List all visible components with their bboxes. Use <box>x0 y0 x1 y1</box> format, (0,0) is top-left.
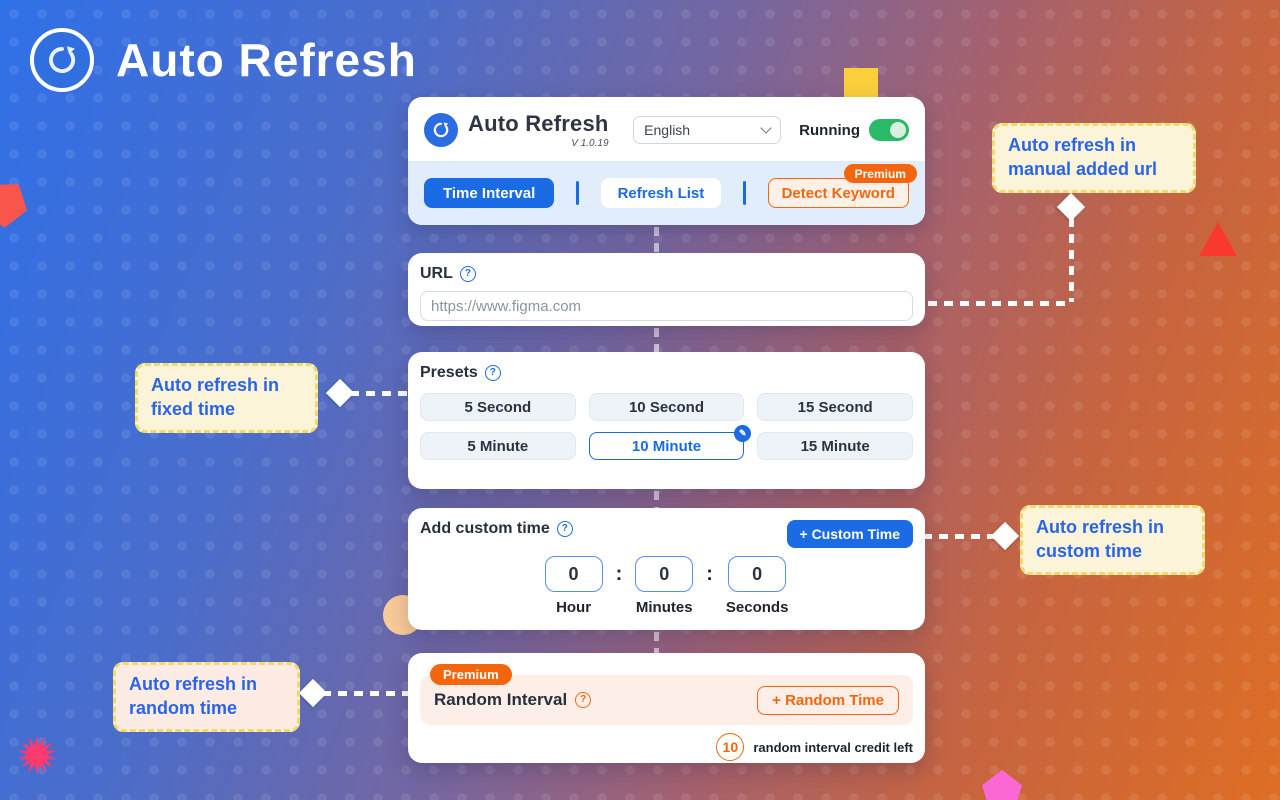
callout-manual-url: Auto refresh in manual added url <box>992 123 1196 193</box>
minutes-label: Minutes <box>635 599 693 616</box>
callout-custom-time: Auto refresh in custom time <box>1020 505 1205 575</box>
help-icon[interactable]: ? <box>459 266 476 282</box>
preset-10-minute-selected[interactable]: 10 Minute ✎ <box>588 425 752 460</box>
preset-label: 10 Minute <box>631 437 702 455</box>
connector-line <box>654 227 659 253</box>
toggle-knob <box>890 122 906 138</box>
presets-label: Presets <box>420 364 478 381</box>
url-input[interactable] <box>420 291 913 321</box>
tab-divider <box>742 181 746 205</box>
connector-diamond <box>990 521 1020 551</box>
running-label: Running <box>799 121 860 139</box>
colon-separator: : <box>615 562 623 585</box>
hour-label: Hour <box>556 599 592 616</box>
decor-pink-starburst <box>16 734 58 776</box>
help-icon[interactable]: ? <box>484 365 501 381</box>
popup-header-card: Auto Refresh V 1.0.19 English Running Ti… <box>408 97 925 225</box>
add-custom-time-button[interactable]: + Custom Time <box>786 520 913 548</box>
connector-diamond <box>1056 192 1086 222</box>
tabs-bar: Time Interval Refresh List Detect Keywor… <box>408 161 925 225</box>
decor-yellow-rectangle <box>844 68 878 100</box>
add-random-time-button[interactable]: + Random Time <box>757 685 899 715</box>
refresh-logo-icon <box>30 28 94 92</box>
url-card: URL ? <box>408 253 925 326</box>
callout-random-time: Auto refresh in random time <box>113 662 300 732</box>
seconds-input[interactable] <box>728 556 787 592</box>
preset-5-minute[interactable]: 5 Minute <box>420 432 576 460</box>
decor-pink-pentagon <box>982 770 1022 800</box>
preset-15-second[interactable]: 15 Second <box>757 393 913 421</box>
version-label: V 1.0.19 <box>571 138 609 149</box>
tab-detect-keyword[interactable]: Detect Keyword <box>767 178 909 208</box>
random-interval-panel: Premium Random Interval ? + Random Time <box>420 664 913 725</box>
url-label: URL <box>420 265 453 282</box>
random-interval-card: Premium Random Interval ? + Random Time … <box>408 653 925 763</box>
connector-line <box>923 534 997 539</box>
decor-red-pentagon <box>0 171 37 232</box>
decor-red-triangle <box>1199 222 1237 256</box>
connector-line <box>654 328 659 352</box>
language-select-value: English <box>644 122 691 138</box>
tab-refresh-list[interactable]: Refresh List <box>600 178 722 208</box>
custom-time-card: Add custom time ? + Custom Time Hour : M… <box>408 508 925 630</box>
connector-line <box>654 491 659 508</box>
language-select[interactable]: English <box>633 116 782 144</box>
colon-separator: : <box>706 562 713 585</box>
random-interval-label: Random Interval <box>434 690 568 709</box>
connector-diamond <box>325 378 355 408</box>
presets-card: Presets ? 5 Second 10 Second 15 Second 5… <box>408 352 925 489</box>
tab-time-interval[interactable]: Time Interval <box>424 178 555 208</box>
chevron-down-icon <box>760 122 772 134</box>
hero-header: Auto Refresh <box>30 28 417 92</box>
preset-15-minute[interactable]: 15 Minute <box>757 432 913 460</box>
minutes-input[interactable] <box>635 556 694 592</box>
time-inputs-row: Hour : Minutes : Seconds <box>420 556 913 616</box>
preset-10-second[interactable]: 10 Second <box>588 393 745 421</box>
hour-input[interactable] <box>544 556 603 592</box>
connector-line <box>350 391 410 396</box>
connector-line <box>912 301 1072 306</box>
connector-diamond <box>298 678 328 708</box>
seconds-label: Seconds <box>725 599 789 616</box>
popup-title: Auto Refresh <box>468 111 609 136</box>
help-icon[interactable]: ? <box>556 521 573 537</box>
edit-pencil-icon: ✎ <box>734 425 752 442</box>
help-icon[interactable]: ? <box>575 692 592 708</box>
connector-line <box>1069 218 1074 302</box>
preset-5-second[interactable]: 5 Second <box>420 393 576 421</box>
connector-line <box>654 632 659 653</box>
tab-divider <box>575 181 579 205</box>
credit-count-badge: 10 <box>716 733 745 761</box>
running-toggle[interactable] <box>869 119 909 141</box>
premium-badge: Premium <box>430 664 512 685</box>
page-title: Auto Refresh <box>116 34 417 86</box>
custom-time-label: Add custom time <box>420 520 550 537</box>
presets-grid: 5 Second 10 Second 15 Second 5 Minute 10… <box>420 393 913 460</box>
refresh-logo-icon <box>424 113 458 147</box>
premium-badge: Premium <box>843 164 917 183</box>
credit-text: random interval credit left <box>753 739 913 755</box>
callout-fixed-time: Auto refresh in fixed time <box>135 363 318 433</box>
connector-line <box>322 691 410 696</box>
